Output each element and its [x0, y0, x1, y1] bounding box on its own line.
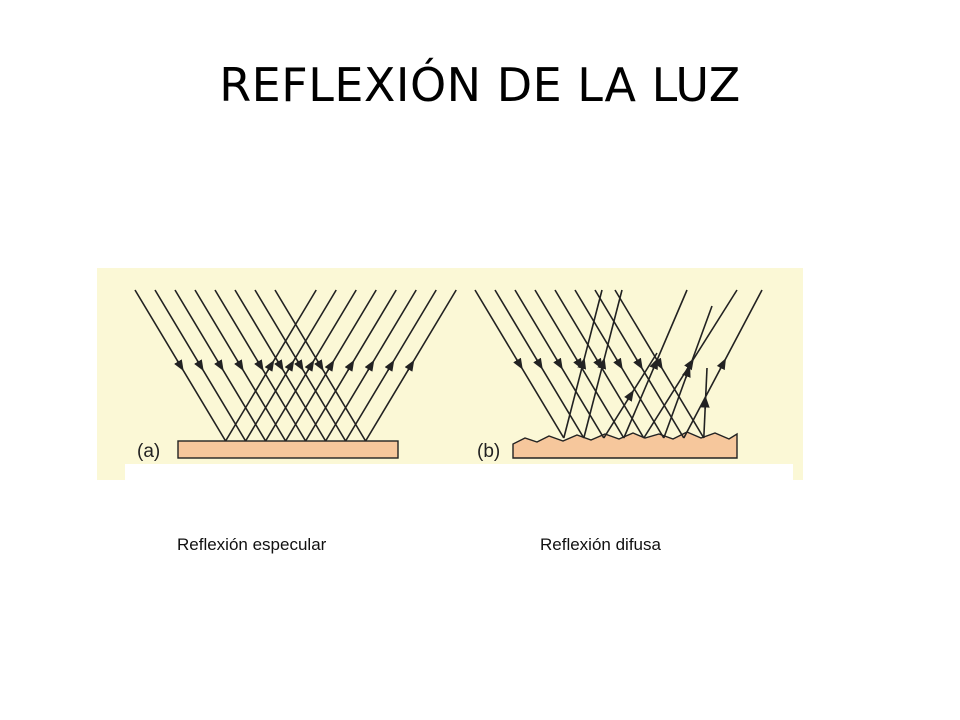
panel-b-label: (b)	[477, 441, 500, 462]
incident-ray-arrow	[573, 357, 583, 370]
incident-ray-arrow	[533, 357, 543, 370]
incident-ray-arrow	[274, 359, 284, 372]
incident-ray-arrow	[593, 357, 603, 370]
reflected-ray-arrow	[404, 359, 415, 372]
scattered-ray-arrow	[716, 358, 726, 371]
reflected-ray-arrow	[264, 359, 275, 372]
incident-ray-arrow	[513, 357, 523, 370]
reflected-ray-arrow	[324, 359, 335, 372]
reflected-ray-arrow	[364, 359, 375, 372]
mirror-surface	[177, 440, 399, 459]
reflection-diagram: (a) (b)	[97, 268, 803, 480]
diagram-bottom-strip	[125, 464, 793, 480]
reflected-ray-arrow	[304, 359, 315, 372]
panel-a-label: (a)	[137, 441, 160, 462]
incident-ray-arrow	[653, 357, 663, 370]
panel-b	[474, 289, 763, 459]
scattered-ray-arrow	[624, 389, 634, 402]
incident-ray-arrow	[194, 359, 204, 372]
reflected-ray-arrow	[344, 359, 355, 372]
incident-ray-arrow	[314, 359, 324, 372]
incident-ray-arrow	[613, 357, 623, 370]
reflection-diagram-svg: (a) (b)	[97, 268, 803, 480]
incident-ray-arrow	[553, 357, 563, 370]
incident-ray-arrow	[174, 359, 184, 372]
incident-ray-arrow	[254, 359, 264, 372]
caption-specular: Reflexión especular	[177, 535, 327, 554]
scattered-ray-arrow	[682, 365, 691, 378]
incident-ray-arrow	[633, 357, 643, 370]
rough-surface	[512, 431, 738, 459]
panel-a	[134, 289, 457, 459]
reflected-ray-arrow	[384, 359, 395, 372]
incident-ray-arrow	[294, 359, 304, 372]
reflected-ray-arrow	[284, 359, 295, 372]
incident-ray-arrow	[214, 359, 224, 372]
caption-diffuse: Reflexión difusa	[540, 535, 661, 554]
slide-title: REFLEXIÓN DE LA LUZ	[219, 58, 741, 112]
incident-ray-arrow	[234, 359, 244, 372]
